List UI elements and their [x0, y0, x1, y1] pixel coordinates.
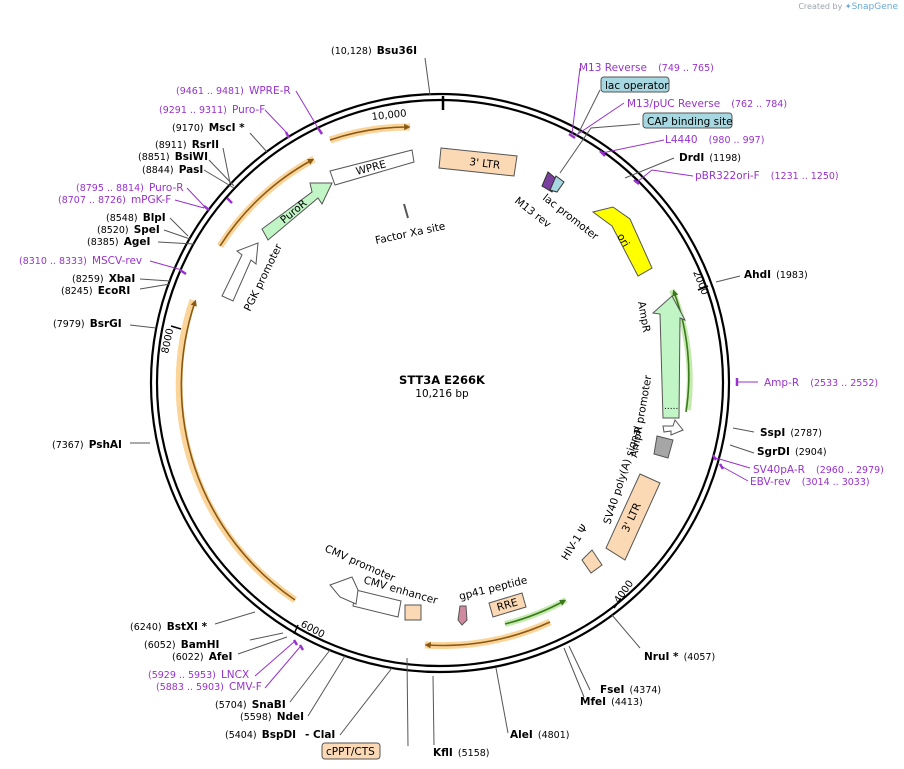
cap-site-block	[549, 175, 565, 193]
ampr-promoter-arrow	[662, 418, 684, 436]
tick-6000: 6000	[293, 619, 326, 641]
wpre-block	[329, 149, 415, 186]
site-sgrdi: SgrDI (2904)	[757, 440, 827, 459]
orf-top-arrow	[329, 123, 411, 141]
primer-mpgk-f: (8707 .. 8726) mPGK-F	[58, 188, 171, 207]
site-msci: (9170) MscI *	[172, 116, 245, 135]
site-snabi: (5704) SnaBI	[215, 693, 286, 712]
ampr-label: AmpR	[635, 300, 652, 333]
primer-ebv-rev: EBV-rev (3014 .. 3033)	[750, 470, 870, 489]
sv40-polya-block	[653, 435, 674, 459]
ampr-dots: .....	[664, 402, 678, 412]
cmv-promoter-arrow	[329, 576, 359, 605]
ori-arrow	[591, 206, 653, 277]
primer-m13-puc-reverse: M13/pUC Reverse (762 .. 784)	[627, 92, 787, 111]
primer-wpre-r: (9461 .. 9481) WPRE-R	[176, 79, 291, 98]
factor-xa-label: Factor Xa site	[374, 220, 446, 247]
primer-cmv-f: (5883 .. 5903) CMV-F	[156, 675, 262, 694]
site-clai: - ClaI	[305, 729, 335, 741]
pgk-promoter-arrow	[221, 242, 259, 302]
site-pshai: (7367) PshAI	[52, 433, 122, 452]
site-alei: AleI (4801)	[510, 723, 569, 742]
snapgene-credit: Created by ✦SnapGene	[798, 2, 898, 12]
site-spei: (8520) SpeI	[97, 218, 160, 237]
site-kfli: KflI (5158)	[433, 741, 490, 760]
site-agei: (8385) AgeI	[87, 230, 150, 249]
orf-left-glow	[175, 298, 297, 603]
site-ahdi: AhdI (1983)	[744, 263, 808, 282]
site-blpi: (8548) BlpI	[106, 206, 166, 225]
primer-pbr322ori-f: pBR322ori-F (1231 .. 1250)	[695, 164, 839, 183]
site-nrui: NruI * (4057)	[644, 645, 715, 664]
site-mfei: MfeI (4413)	[580, 690, 643, 709]
orf-top-glow	[328, 123, 411, 144]
ltr3-bottom-block	[605, 473, 661, 561]
rre-block	[488, 592, 527, 618]
cap-binding-site-tag: CAP binding site	[642, 112, 733, 129]
site-bsrgi: (7979) BsrGI	[53, 312, 122, 331]
primer-marks	[179, 127, 739, 651]
site-ecori: (8245) EcoRI	[61, 279, 130, 298]
primer-puro-f: (9291 .. 9311) Puro-F	[159, 98, 265, 117]
site-bstxi: (6240) BstXI *	[130, 615, 208, 634]
cmv-promoter-label: CMV promoter	[323, 543, 398, 585]
primer-m13-reverse: M13 Reverse (749 .. 765)	[579, 56, 714, 75]
ori-label: ori	[614, 232, 631, 250]
ltr3-top-block	[438, 147, 518, 177]
tick-8000: 8000	[160, 325, 182, 355]
orf-left-arrow	[180, 299, 296, 601]
lac-operator-tag: lac operator	[600, 76, 670, 93]
orf-ampr-arrow	[672, 289, 690, 413]
tick-label-10000: 10,000	[371, 108, 407, 123]
primer-lncx: (5929 .. 5953) LNCX	[148, 663, 249, 682]
tick-label-8000: 8000	[160, 327, 176, 354]
cppt-cts-text: cPPT/CTS	[326, 746, 375, 758]
primer-sv40pa-r: SV40pA-R (2960 .. 2979)	[753, 458, 884, 477]
primer-l4440: L4440 (980 .. 997)	[665, 128, 764, 147]
site-pasi: (8844) PasI	[142, 158, 203, 177]
ampr-arrow	[651, 295, 687, 419]
orf-left-upper-arrow	[219, 158, 315, 247]
plasmid-length: 10,216 bp	[415, 388, 469, 400]
credit-prefix: Created by	[798, 2, 843, 11]
primer-leaders	[149, 67, 758, 689]
site-bamhi: (6052) BamHI	[144, 633, 219, 652]
cap-binding-site-text: CAP binding site	[647, 116, 733, 128]
tick-label-4000: 4000	[612, 579, 636, 606]
ltr3-top-label: 3' LTR	[469, 156, 501, 172]
site-bspdi: (5404) BspDI	[225, 723, 296, 742]
cmv-small-block	[404, 604, 422, 621]
site-sspi: SspI (2787)	[760, 421, 822, 440]
backbone-inner-ring	[155, 98, 725, 668]
snapgene-logo-icon: ✦	[844, 2, 852, 11]
primer-amp-r: Amp-R (2533 .. 2552)	[764, 371, 878, 390]
rre-label: RRE	[496, 596, 520, 613]
orf-bottom-arrow	[424, 621, 551, 649]
orf-rre-arrow	[504, 599, 567, 625]
site-drdi: DrdI (1198)	[679, 146, 741, 165]
credit-brand: SnapGene	[851, 2, 898, 12]
site-xbai: (8259) XbaI	[72, 267, 135, 286]
primer-mscv-rev: (8310 .. 8333) MSCV-rev	[19, 249, 142, 268]
site-bsiwi: (8851) BsiWI	[138, 145, 208, 164]
site-fsei: FseI (4374)	[600, 678, 661, 697]
site-afei: (6022) AfeI	[172, 645, 232, 664]
site-leaders	[129, 57, 755, 747]
plasmid-name: STT3A E266K	[399, 373, 486, 387]
hiv-psi-block	[581, 549, 603, 574]
site-ndei: (5598) NdeI	[240, 705, 304, 724]
gp41-block	[457, 605, 468, 626]
lac-operator-text: lac operator	[605, 80, 669, 92]
site-bsu36i: (10,128) Bsu36I	[331, 39, 417, 58]
factor-xa-mark	[403, 203, 409, 219]
puror-arrow	[261, 182, 333, 241]
primer-puro-r: (8795 .. 8814) Puro-R	[76, 176, 184, 195]
site-rsrii: (8911) RsrII	[155, 133, 219, 152]
cppt-cts-tag: cPPT/CTS	[321, 742, 381, 760]
puror-label: PuroR	[278, 197, 309, 226]
backbone-outer-ring	[149, 92, 731, 674]
